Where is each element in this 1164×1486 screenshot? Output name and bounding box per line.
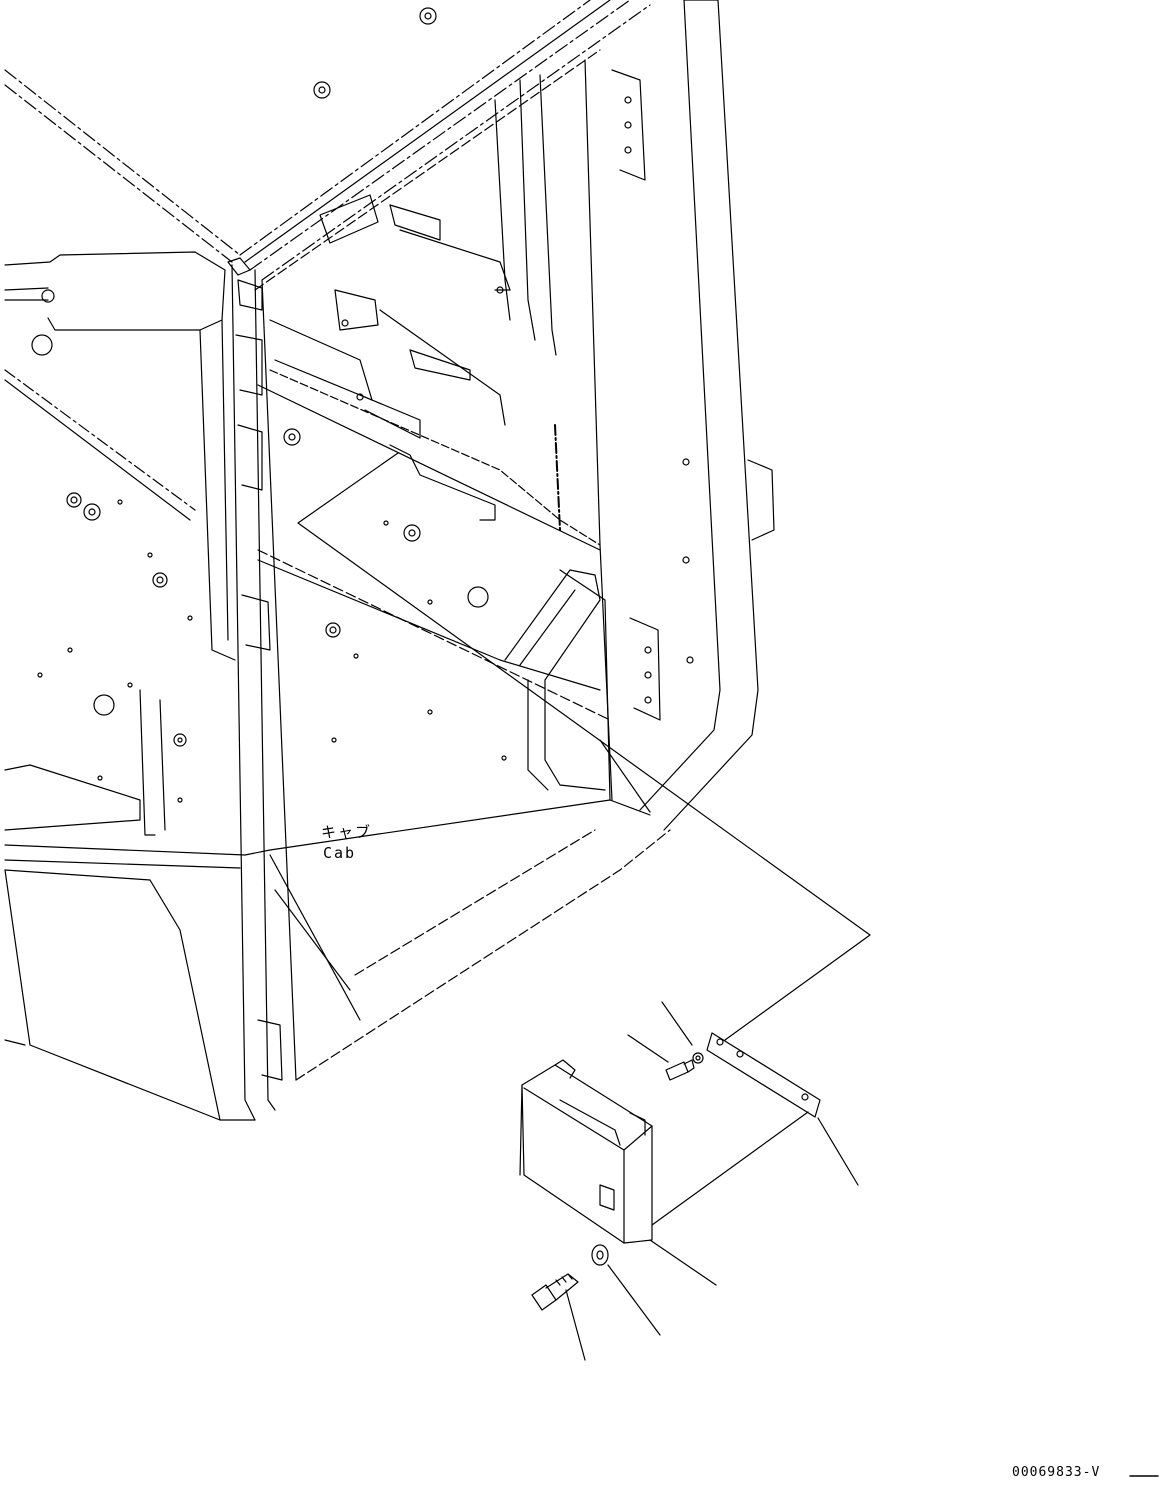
- front-door-pillar: [227, 257, 297, 1121]
- figure-number: 00069833-V: [1012, 1465, 1101, 1480]
- small-bolt: [665, 1052, 704, 1081]
- rear-pillar: [584, 0, 775, 831]
- large-bolt: [531, 1244, 609, 1311]
- cab-roof-frame: [4, 0, 651, 291]
- callout-lines: [565, 1001, 859, 1361]
- mounting-bracket: [651, 1032, 821, 1226]
- cab-label-english: Cab: [323, 844, 357, 862]
- controller-box: [519, 1059, 653, 1244]
- rear-wall-brackets: [269, 74, 601, 546]
- cab-label-japanese: キャブ: [321, 823, 373, 841]
- grab-handrail: [504, 569, 651, 813]
- cab-floor: [4, 384, 671, 1121]
- cab-left-body: [4, 251, 507, 803]
- assembly-leader-line: [297, 444, 871, 1041]
